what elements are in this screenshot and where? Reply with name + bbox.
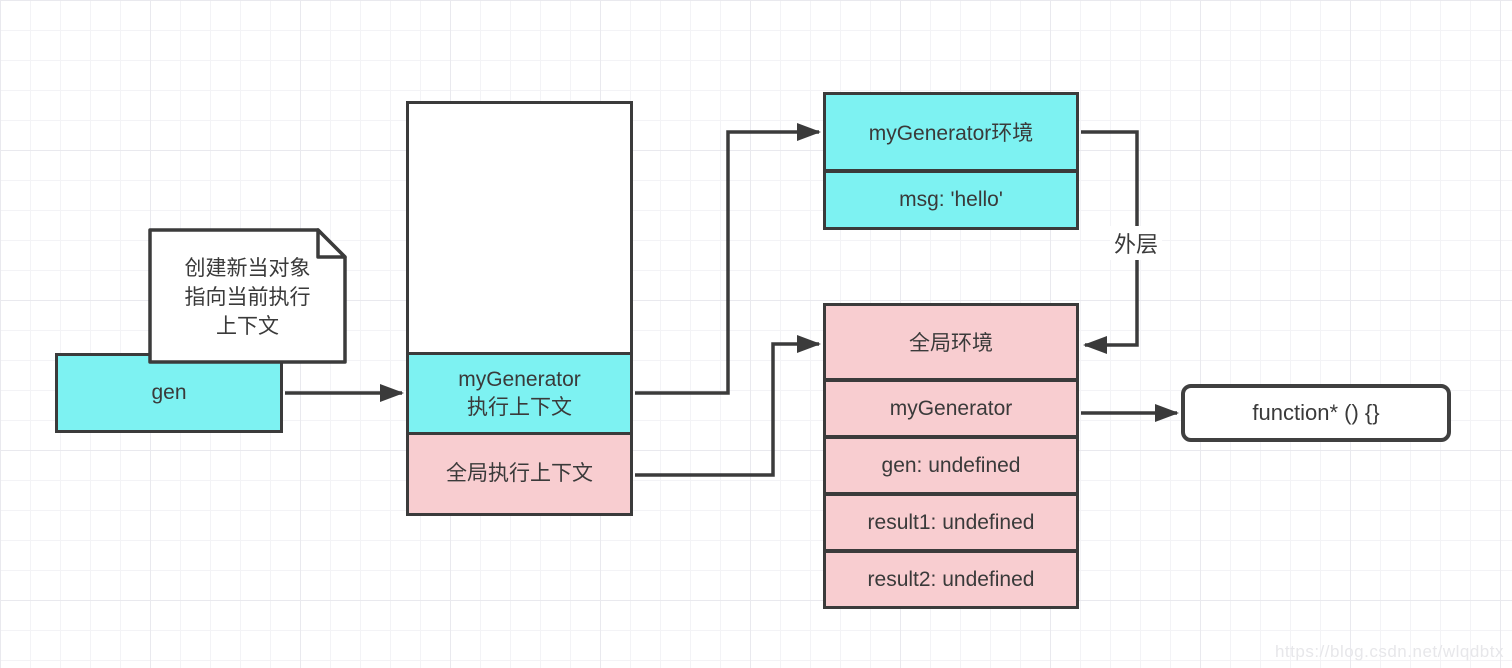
generator-env-header-label: myGenerator环境 [868, 122, 1034, 145]
generator-env-table-row[interactable]: msg: 'hello' [826, 169, 1076, 227]
stack-global-context-section[interactable]: 全局执行上下文 [409, 432, 630, 513]
note-line-2: 指向当前执行 [184, 285, 311, 309]
global-env-table-header[interactable]: 全局环境 [826, 306, 1076, 378]
function-node-label: function* () {} [1252, 400, 1380, 425]
note-node[interactable]: 创建新当对象 指向当前执行 上下文 [148, 228, 347, 364]
stack-generator-context-line2: 执行上下文 [467, 395, 572, 419]
arrow-stack-to-global-env[interactable] [635, 335, 821, 477]
generator-env-table-header[interactable]: myGenerator环境 [826, 95, 1076, 169]
note-line-3: 上下文 [216, 314, 279, 338]
gen-node[interactable]: gen [55, 353, 283, 433]
global-env-row-label: myGenerator [889, 396, 1013, 420]
function-node[interactable]: function* () {} [1181, 384, 1451, 442]
arrow-stack-to-generator-env[interactable] [635, 123, 821, 395]
gen-node-label: gen [151, 381, 187, 404]
note-shape [148, 228, 347, 364]
global-env-row-label: result2: undefined [867, 567, 1035, 591]
global-env-table-row-gen[interactable]: gen: undefined [826, 435, 1076, 492]
stack-global-context-label: 全局执行上下文 [446, 462, 593, 485]
stack-generator-context-line1: myGenerator [458, 367, 581, 391]
stack-generator-context-section[interactable]: myGenerator 执行上下文 [409, 352, 630, 432]
stack-empty-section[interactable] [409, 104, 630, 352]
global-env-table-row-mygenerator[interactable]: myGenerator [826, 378, 1076, 435]
global-env-header-label: 全局环境 [909, 332, 993, 355]
generator-env-table[interactable]: myGenerator环境 msg: 'hello' [823, 92, 1079, 230]
global-env-row-label: result1: undefined [867, 510, 1035, 534]
execution-stack-node[interactable]: myGenerator 执行上下文 全局执行上下文 [406, 101, 633, 516]
global-env-table-row-result1[interactable]: result1: undefined [826, 492, 1076, 549]
note-line-1: 创建新当对象 [184, 256, 311, 280]
generator-env-row-label: msg: 'hello' [899, 188, 1003, 211]
global-env-table[interactable]: 全局环境 myGenerator gen: undefined result1:… [823, 303, 1079, 609]
outer-edge-label: 外层 [1110, 226, 1163, 260]
global-env-table-row-result2[interactable]: result2: undefined [826, 549, 1076, 606]
note-text: 创建新当对象 指向当前执行 上下文 [148, 228, 347, 364]
global-env-row-label: gen: undefined [881, 453, 1021, 477]
watermark: https://blog.csdn.net/wlqdbtx [1274, 642, 1504, 661]
